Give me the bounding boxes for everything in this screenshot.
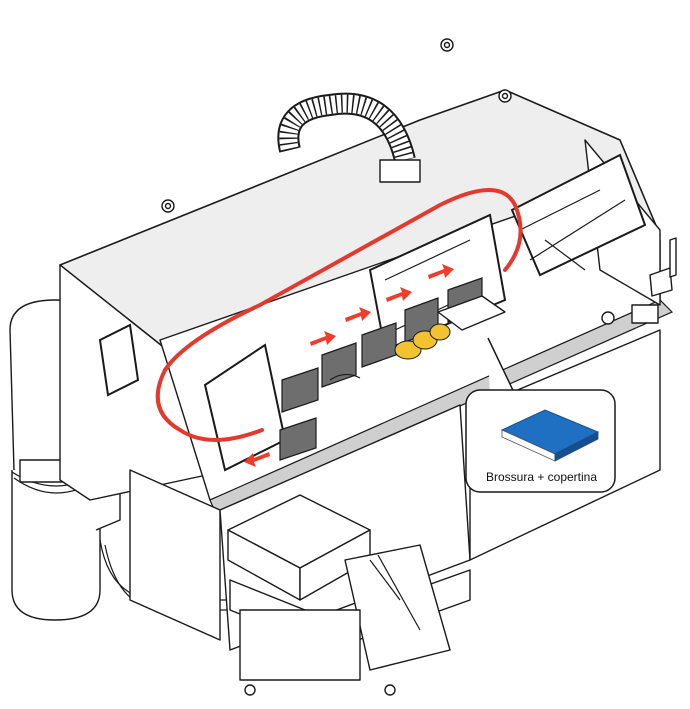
control-panel <box>601 237 677 325</box>
lifting-eye <box>161 38 512 213</box>
book-icon <box>500 409 600 462</box>
callout-label: Brossura + copertina <box>485 470 598 484</box>
duct-hose <box>277 92 421 183</box>
flow-loop <box>155 188 523 442</box>
output-tray <box>227 494 471 696</box>
direction-arrows <box>244 264 454 467</box>
glue-rollers <box>394 323 451 360</box>
clamp-plates <box>279 277 506 461</box>
